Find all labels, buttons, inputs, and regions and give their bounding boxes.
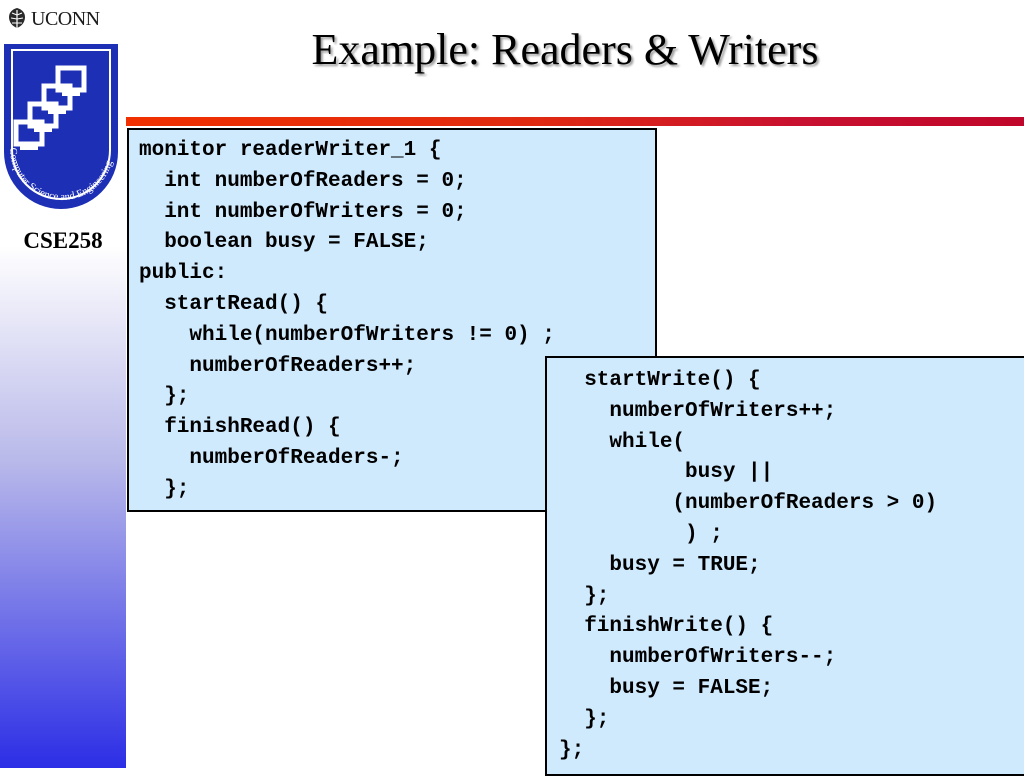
code-line: int numberOfReaders = 0;	[139, 169, 467, 193]
code-line: ) ;	[559, 522, 723, 546]
code-line: busy = FALSE;	[559, 676, 774, 700]
code-line: };	[559, 738, 585, 762]
code-line: numberOfWriters--;	[559, 646, 837, 670]
code-line: busy ||	[559, 461, 774, 485]
uconn-logo: UCONN	[6, 6, 100, 32]
title-underline-rule	[126, 117, 1024, 126]
code-line: public:	[139, 262, 228, 286]
code-line: numberOfReaders++;	[139, 354, 417, 378]
code-line: startRead() {	[139, 292, 329, 316]
slide-title: Example: Readers & Writers	[311, 25, 819, 74]
code-line: boolean busy = FALSE;	[139, 231, 429, 255]
code-line: numberOfWriters++;	[559, 399, 837, 423]
cse-department-logo: Computer Science and Engineering	[4, 44, 118, 209]
code-line: };	[139, 385, 190, 409]
code-line: (numberOfReaders > 0)	[559, 492, 938, 516]
sidebar: UCONN Computer Science and Engineering C…	[0, 0, 126, 768]
code-line: };	[559, 584, 610, 608]
code-line: while(numberOfWriters != 0) ;	[139, 323, 555, 347]
code-line: };	[139, 477, 190, 501]
university-name: UCONN	[31, 7, 100, 30]
code-line: int numberOfWriters = 0;	[139, 200, 467, 224]
code-line: finishRead() {	[139, 416, 341, 440]
course-code: CSE258	[23, 228, 103, 253]
code-line: finishWrite() {	[559, 615, 774, 639]
code-block-writers: startWrite() { numberOfWriters++; while(…	[545, 356, 1024, 776]
code-line: monitor readerWriter_1 {	[139, 139, 442, 162]
oak-leaf-icon	[9, 8, 25, 30]
code-line: busy = TRUE;	[559, 553, 761, 577]
code-line: while(	[559, 430, 686, 454]
code-line: numberOfReaders-;	[139, 446, 404, 470]
code-line: };	[559, 707, 610, 731]
code-line: startWrite() {	[559, 369, 761, 392]
